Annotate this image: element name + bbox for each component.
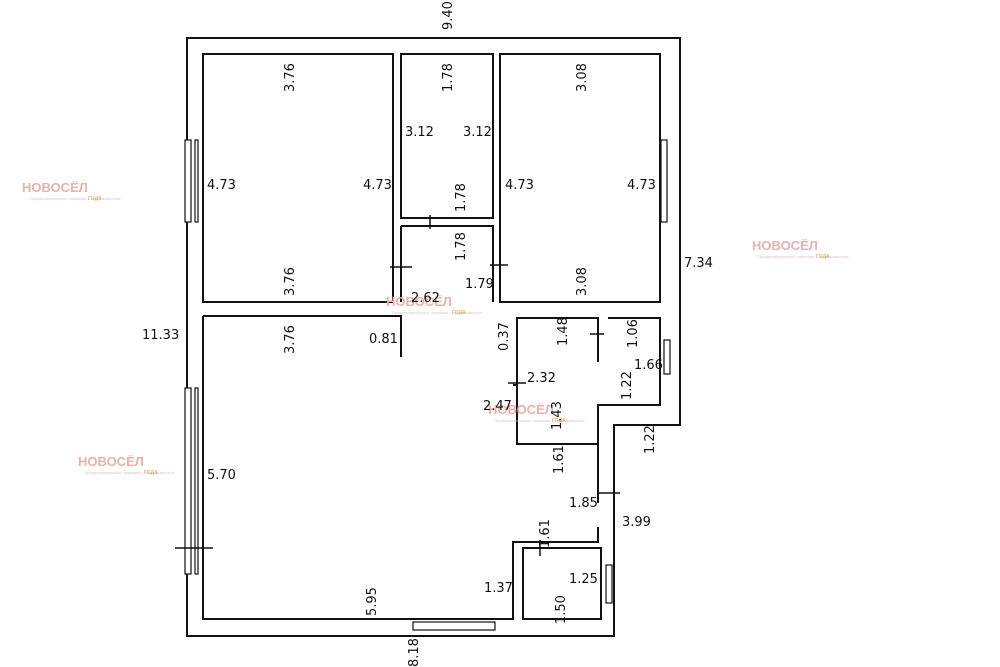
dim-living-top: 3.76 [283, 325, 298, 354]
dim-small-left: 2.32 [527, 371, 556, 386]
svg-text:ГОДА: ГОДА [452, 310, 466, 316]
svg-text:Профессиональные операции с не: Профессиональные операции с недвижимость… [392, 310, 482, 315]
walls [186, 37, 681, 637]
watermark-lower-left: НОВОСЁЛ Профессиональные операции с недв… [78, 454, 174, 476]
dim-living-gap: 0.37 [497, 322, 512, 351]
dim-corridor-width: 1.85 [569, 496, 598, 511]
dim-hall-bottom: 2.62 [411, 291, 440, 306]
dim-hall-right: 1.79 [465, 277, 494, 292]
dim-bath-top: 1.78 [441, 63, 456, 92]
svg-text:Профессиональные операции с не: Профессиональные операции с недвижимость… [758, 254, 848, 259]
svg-text:НОВОСЁЛ: НОВОСЁЛ [22, 180, 88, 195]
dim-small-bottom: 1.43 [550, 401, 565, 430]
window-living [184, 387, 192, 575]
window-closet [663, 339, 671, 375]
dim-nw-bottom: 3.76 [283, 267, 298, 296]
dim-closet-top: 1.06 [626, 319, 641, 348]
dim-small-top: 1.48 [556, 317, 571, 346]
watermark-lower-center: НОВОСЁЛ Профессиональные операции с недв… [488, 402, 584, 424]
dim-nw-top: 3.76 [283, 63, 298, 92]
dim-closet-right: 1.66 [634, 358, 663, 373]
dim-overall-bottom: 8.18 [407, 638, 422, 667]
svg-text:НОВОСЁЛ: НОВОСЁЛ [752, 238, 818, 253]
window-bottom [412, 621, 496, 631]
dim-wc-left: 1.50 [554, 595, 569, 624]
svg-text:НОВОСЁЛ: НОВОСЁЛ [488, 402, 554, 417]
dim-wc-right: 1.25 [569, 572, 598, 587]
dim-corridor-left: 1.61 [552, 445, 567, 474]
dim-overall-left: 11.33 [142, 328, 179, 343]
svg-text:ГОДА: ГОДА [816, 254, 830, 260]
svg-text:Профессиональные операции с не: Профессиональные операции с недвижимость… [30, 196, 120, 201]
dim-right-lower: 3.99 [622, 515, 651, 530]
dim-corridor-outer: 1.22 [643, 425, 658, 454]
dim-small-step: 1.22 [620, 371, 635, 400]
dim-overall-top: 9.40 [441, 1, 456, 30]
dim-bath-left: 3.12 [405, 125, 434, 140]
window-ne [660, 139, 668, 223]
dim-ne-right: 4.73 [627, 178, 656, 193]
dim-corridor-long: 2.47 [483, 399, 512, 414]
dim-living-left: 5.70 [207, 468, 236, 483]
dim-bath-bottom: 1.78 [454, 183, 469, 212]
window-nw [184, 139, 192, 223]
watermark-left: НОВОСЁЛ Профессиональные операции с недв… [22, 180, 120, 202]
svg-text:ГОДА: ГОДА [144, 470, 158, 476]
svg-text:НОВОСЁЛ: НОВОСЁЛ [386, 294, 452, 309]
dim-living-right-low: 1.37 [484, 581, 513, 596]
dim-hall-width: 1.78 [454, 232, 469, 261]
window-sill-living [194, 387, 199, 575]
dim-nw-right: 4.73 [363, 178, 392, 193]
window-wc [605, 564, 613, 604]
dim-overall-right: 7.34 [684, 256, 713, 271]
dim-living-bottom: 5.95 [365, 587, 380, 616]
dim-bath-right: 3.12 [463, 125, 492, 140]
watermark-right: НОВОСЁЛ Профессиональные операции с недв… [752, 238, 848, 260]
door-ticks [175, 215, 620, 556]
dim-ne-left: 4.73 [505, 178, 534, 193]
dim-nw-left: 4.73 [207, 178, 236, 193]
svg-text:Профессиональные операции с не: Профессиональные операции с недвижимость… [494, 418, 584, 423]
svg-text:ГОДА: ГОДА [88, 196, 102, 202]
dim-ne-bottom: 3.08 [575, 267, 590, 296]
windows [184, 139, 671, 631]
window-sill-nw [194, 139, 199, 223]
dim-ne-top: 3.08 [575, 63, 590, 92]
svg-text:Профессиональные операции с не: Профессиональные операции с недвижимость… [84, 470, 174, 475]
svg-text:НОВОСЁЛ: НОВОСЁЛ [78, 454, 144, 469]
dim-living-nook: 0.81 [369, 332, 398, 347]
svg-text:ГОДА: ГОДА [552, 418, 566, 424]
watermark-center: НОВОСЁЛ Профессиональные операции с недв… [386, 294, 482, 316]
dimension-labels: 9.40 11.33 7.34 8.18 3.99 3.76 3.76 4.73… [142, 1, 713, 667]
dim-wc-top: 1.61 [538, 519, 553, 548]
